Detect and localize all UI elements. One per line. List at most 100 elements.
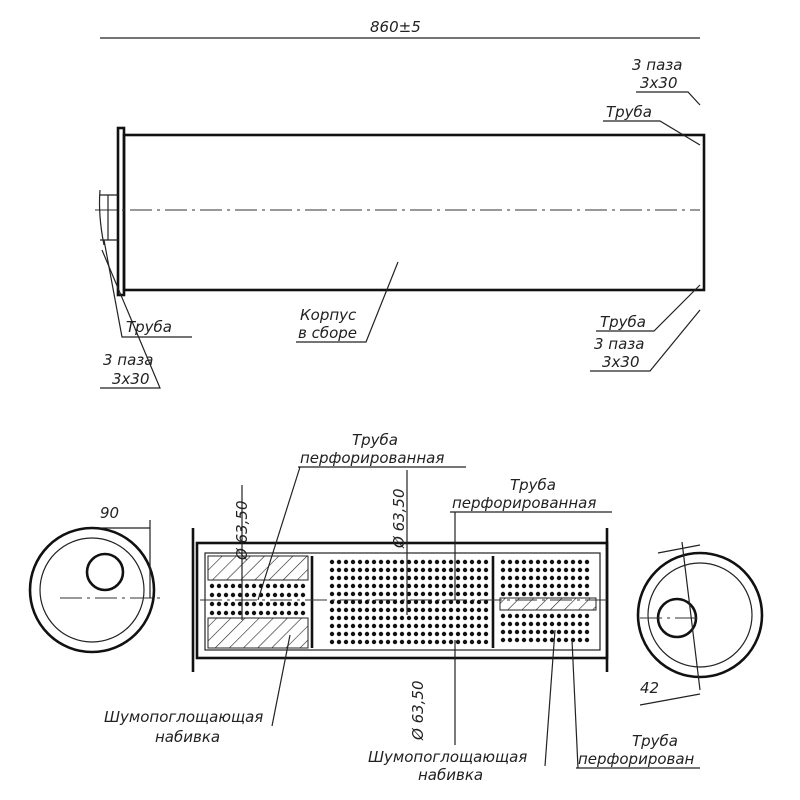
perforation-hole — [279, 583, 285, 589]
perforation-hole — [577, 613, 583, 619]
perforation-hole — [556, 629, 562, 635]
perforation-hole — [570, 567, 576, 573]
perforation-hole — [584, 613, 590, 619]
perforation-hole — [577, 591, 583, 597]
label-pipe-left: Труба — [126, 318, 172, 336]
perforation-hole — [476, 559, 482, 565]
perforation-hole — [462, 639, 468, 645]
perforation-hole — [357, 615, 363, 621]
perforation-hole — [371, 639, 377, 645]
perforation-hole — [528, 591, 534, 597]
perforation-hole — [279, 610, 285, 616]
label-perf-pipe-3: Труба — [632, 732, 678, 750]
perforation-hole — [549, 591, 555, 597]
perforation-hole — [500, 559, 506, 565]
perforation-hole — [223, 601, 229, 607]
perforation-hole — [300, 592, 306, 598]
perforation-hole — [392, 591, 398, 597]
perforation-hole — [378, 591, 384, 597]
perforation-hole — [514, 591, 520, 597]
perforation-hole — [371, 567, 377, 573]
perforation-hole — [378, 615, 384, 621]
perforation-hole — [441, 615, 447, 621]
label-packing-1: Шумопоглощающая — [104, 708, 263, 726]
perforation-hole — [209, 583, 215, 589]
perforation-hole — [251, 610, 257, 616]
perforation-hole — [577, 567, 583, 573]
perforation-hole — [556, 591, 562, 597]
perforation-hole — [406, 615, 412, 621]
perforation-hole — [378, 607, 384, 613]
perforation-hole — [521, 559, 527, 565]
perforation-hole — [455, 607, 461, 613]
perforation-hole — [584, 583, 590, 589]
perforation-hole — [563, 629, 569, 635]
perforation-hole — [483, 623, 489, 629]
perforation-hole — [434, 567, 440, 573]
perforation-hole — [364, 639, 370, 645]
perforation-hole — [371, 615, 377, 621]
perforation-hole — [455, 559, 461, 565]
perforation-hole — [434, 583, 440, 589]
perforation-hole — [336, 599, 342, 605]
perforation-hole — [528, 637, 534, 643]
perforation-hole — [469, 559, 475, 565]
perforation-hole — [378, 623, 384, 629]
perforation-hole — [385, 639, 391, 645]
perforation-hole — [336, 607, 342, 613]
perforation-hole — [441, 639, 447, 645]
perforation-hole — [357, 567, 363, 573]
perforation-hole — [483, 615, 489, 621]
perforation-hole — [528, 575, 534, 581]
top-view-housing — [95, 126, 706, 297]
label-perf-pipe-1: Труба — [352, 431, 398, 449]
perforation-hole — [448, 575, 454, 581]
perforation-hole — [406, 583, 412, 589]
perforation-hole — [385, 631, 391, 637]
perforation-hole — [521, 591, 527, 597]
perforation-hole — [357, 607, 363, 613]
perforation-hole — [500, 613, 506, 619]
perforation-hole — [343, 599, 349, 605]
label-slots-left: 3 паза — [103, 351, 153, 369]
perforation-hole — [265, 601, 271, 607]
perforation-hole — [392, 599, 398, 605]
perforation-hole — [364, 615, 370, 621]
perforation-hole — [476, 615, 482, 621]
perforation-hole — [413, 623, 419, 629]
perforation-hole — [230, 601, 236, 607]
perforation-hole — [371, 623, 377, 629]
perforation-hole — [343, 607, 349, 613]
perforation-hole — [521, 613, 527, 619]
perforation-hole — [329, 623, 335, 629]
perforation-hole — [406, 591, 412, 597]
perforation-hole — [357, 623, 363, 629]
perforation-hole — [413, 575, 419, 581]
perforation-hole — [528, 629, 534, 635]
perforation-hole — [507, 613, 513, 619]
perforation-hole — [542, 567, 548, 573]
perforation-hole — [357, 599, 363, 605]
perforation-hole — [336, 583, 342, 589]
label-perf-pipe-2: Труба — [510, 476, 556, 494]
perforation-hole — [577, 583, 583, 589]
perforation-hole — [556, 559, 562, 565]
perforation-hole — [293, 601, 299, 607]
perforation-hole — [500, 591, 506, 597]
perforation-hole — [427, 567, 433, 573]
perforation-hole — [563, 613, 569, 619]
perforation-hole — [556, 583, 562, 589]
perforation-hole — [462, 591, 468, 597]
perforation-hole — [514, 613, 520, 619]
perforation-hole — [462, 567, 468, 573]
perforation-hole — [455, 615, 461, 621]
perforation-hole — [399, 607, 405, 613]
perforation-hole — [336, 567, 342, 573]
perforation-hole — [448, 623, 454, 629]
perforation-hole — [469, 615, 475, 621]
perforation-hole — [441, 583, 447, 589]
perforation-hole — [420, 631, 426, 637]
perforation-hole — [230, 592, 236, 598]
perforation-hole — [385, 567, 391, 573]
perforation-hole — [286, 583, 292, 589]
